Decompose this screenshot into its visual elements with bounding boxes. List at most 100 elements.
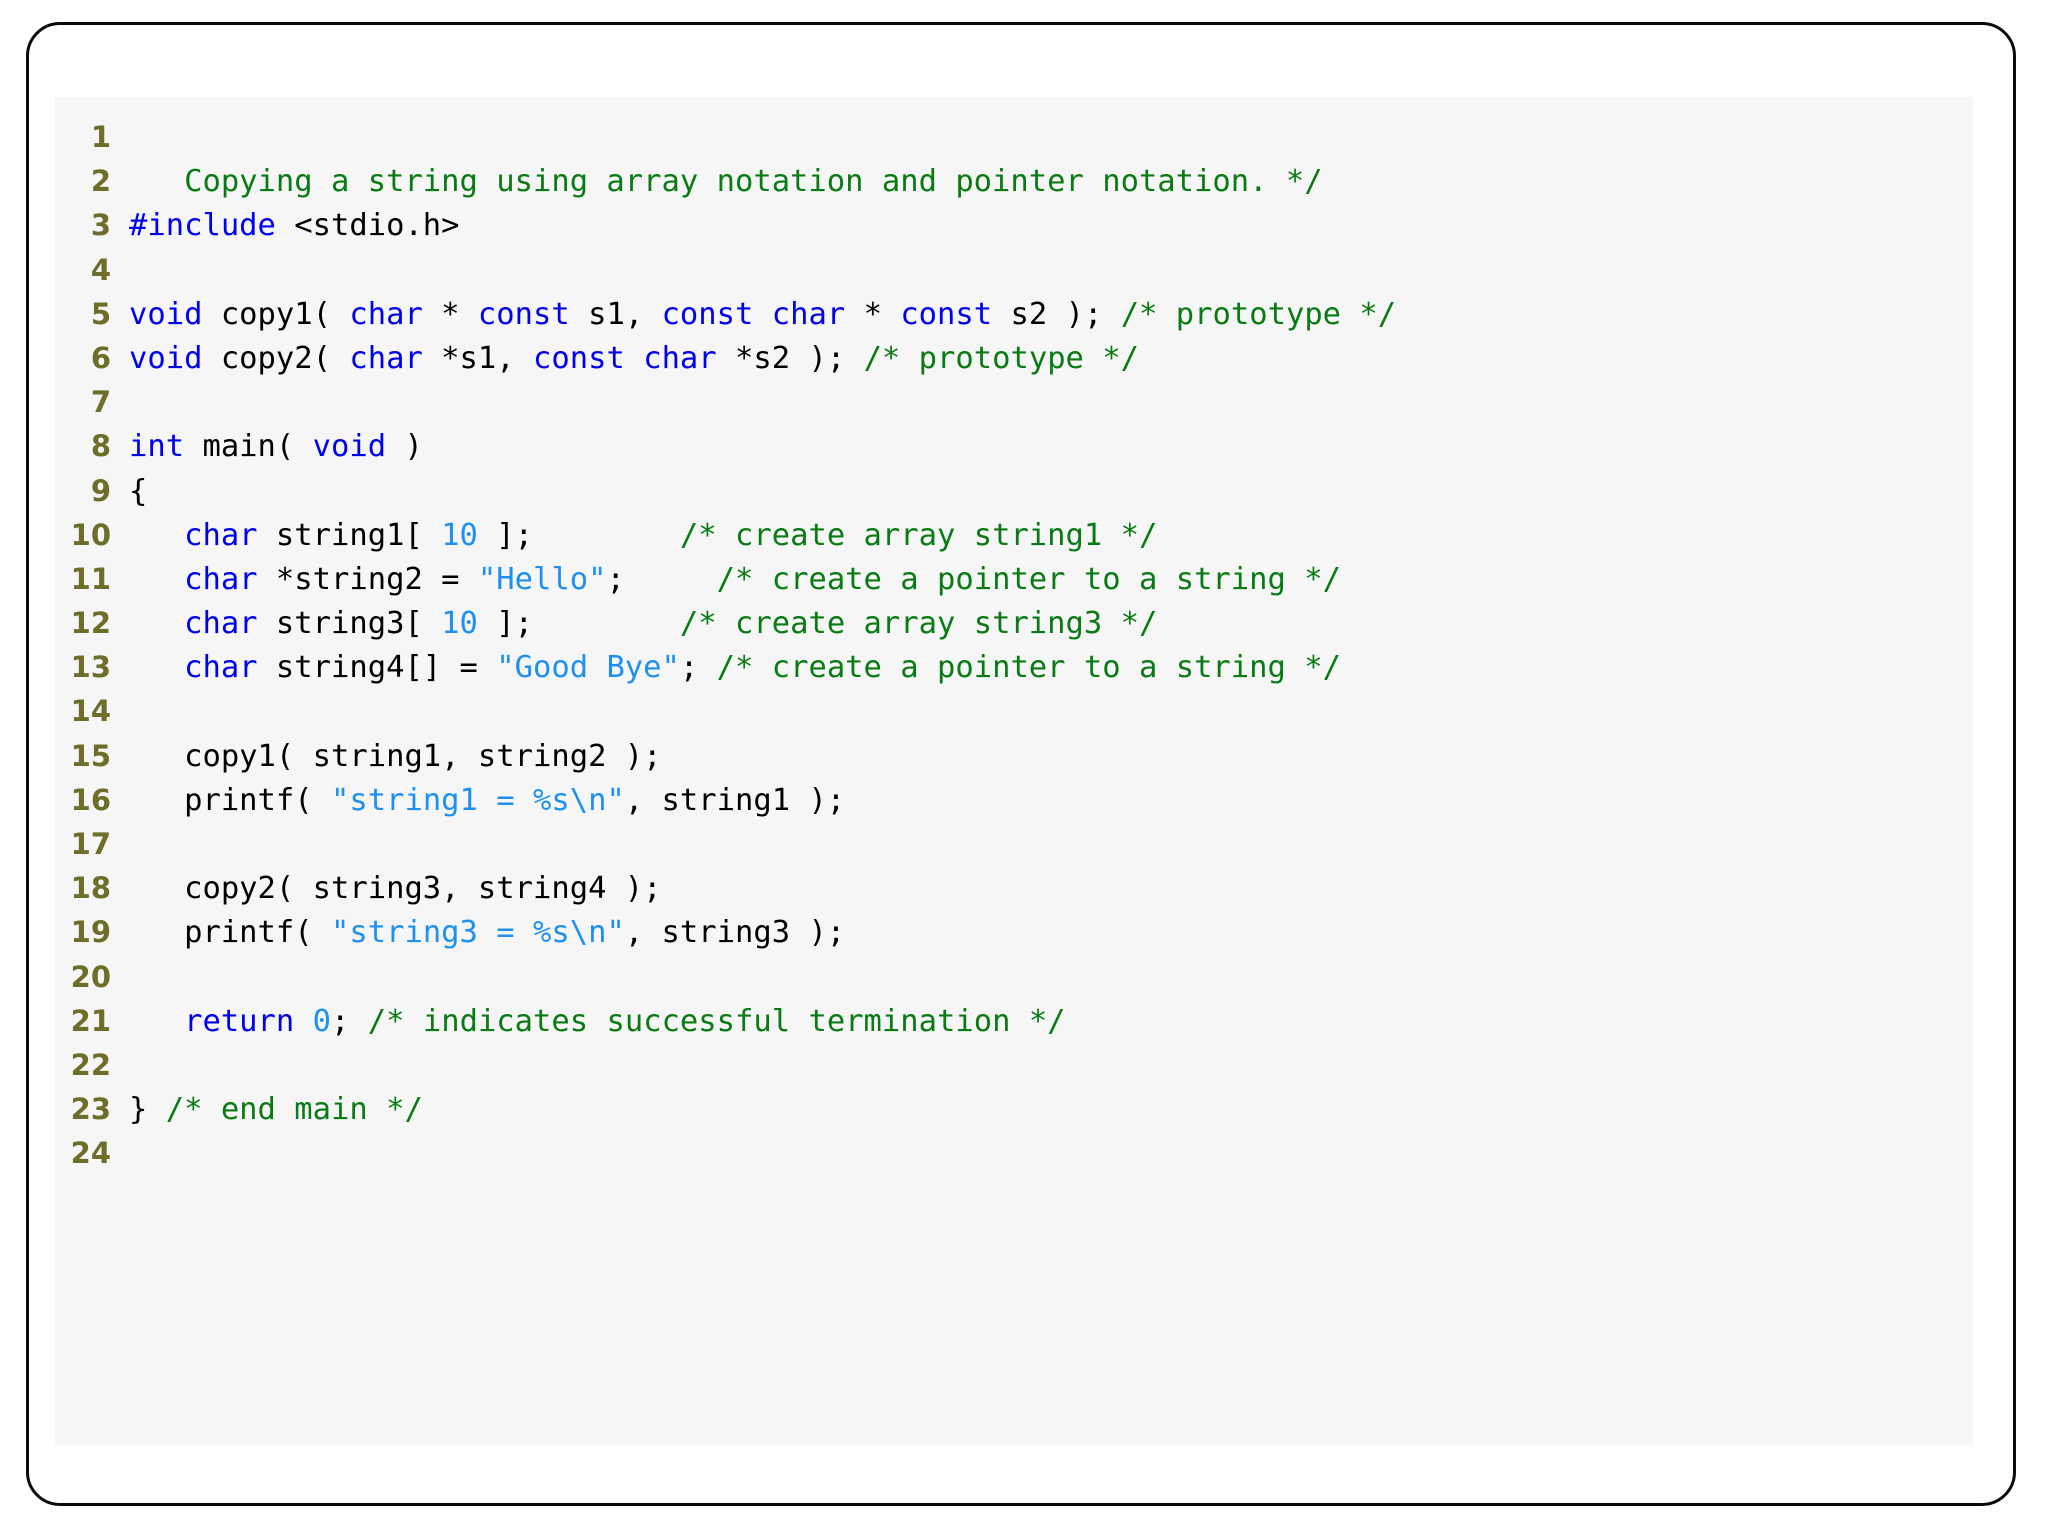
code-token: *s1, — [422, 340, 533, 376]
code-token: int — [129, 429, 185, 465]
code-token: string3[ — [257, 606, 442, 642]
code-token: main( — [184, 429, 313, 465]
line-number: 10 — [70, 517, 111, 552]
code-line-source: void copy2( char *s1, const char *s2 ); … — [129, 337, 1973, 381]
line-number: 7 — [90, 385, 111, 420]
code-token: "Good Bye" — [496, 650, 680, 686]
code-token: 0 — [312, 1003, 332, 1039]
code-token: copy2( string3, string4 ); — [129, 871, 662, 907]
code-token: char — [184, 650, 258, 686]
code-token: "string1 = %s\n" — [331, 782, 625, 818]
code-line-source: } /* end main */ — [129, 1088, 1973, 1132]
code-token: string1[ — [257, 517, 442, 553]
code-line-source: return 0; /* indicates successful termin… — [129, 1000, 1973, 1044]
line-number: 19 — [70, 915, 111, 950]
code-token: ]; — [477, 517, 680, 553]
code-token: "Hello" — [477, 561, 607, 597]
code-token: /* create a pointer to a string */ — [716, 650, 1341, 686]
line-number: 2 — [90, 164, 111, 199]
line-number: 13 — [70, 650, 111, 685]
code-token: ; — [331, 1003, 368, 1039]
code-token: char — [643, 340, 717, 376]
code-line-source: Copying a string using array notation an… — [129, 160, 1973, 204]
line-number: 21 — [70, 1003, 111, 1038]
code-token: char — [349, 296, 423, 332]
code-line: 2 Copying a string using array notation … — [55, 159, 1973, 203]
code-line-source: char *string2 = "Hello"; /* create a poi… — [129, 558, 1973, 602]
code-token: , string3 ); — [624, 915, 846, 951]
code-token: Copying a string using array notation an… — [129, 164, 1323, 200]
code-line-source: int main( void ) — [129, 425, 1973, 469]
line-number: 14 — [70, 694, 111, 729]
code-line: 6 void copy2( char *s1, const char *s2 );… — [55, 336, 1973, 380]
code-token: /* create array string1 */ — [679, 517, 1158, 553]
code-token: const — [533, 340, 625, 376]
code-line: 19 printf( "string3 = %s\n", string3 ); — [55, 910, 1973, 954]
code-token: /* end main */ — [165, 1092, 423, 1128]
code-token: void — [129, 296, 203, 332]
code-line: 9{ — [55, 469, 1973, 513]
code-token: copy1( — [202, 296, 350, 332]
line-number: 20 — [70, 959, 111, 994]
code-line: 23 } /* end main */ — [55, 1087, 1973, 1131]
code-token: /* prototype */ — [1120, 296, 1397, 332]
code-line-source: char string4[] = "Good Bye"; /* create a… — [129, 646, 1973, 690]
line-number: 5 — [90, 296, 111, 331]
line-number: 1 — [90, 120, 111, 154]
code-token: char — [349, 340, 423, 376]
code-token: printf( — [129, 782, 331, 818]
code-line: 11 char *string2 = "Hello"; /* create a … — [55, 557, 1973, 601]
code-line-source: char string1[ 10 ]; /* create array stri… — [129, 514, 1973, 558]
code-token: ; — [606, 561, 717, 597]
line-number: 24 — [70, 1136, 111, 1171]
code-token: s1, — [569, 296, 662, 332]
code-token: "string3 = %s\n" — [331, 915, 625, 951]
code-token: /* indicates successful termination */ — [367, 1003, 1066, 1039]
line-number: 9 — [90, 473, 111, 508]
line-number: 8 — [90, 429, 111, 464]
code-token: 10 — [441, 517, 478, 553]
code-token — [129, 650, 184, 685]
code-line-source: { — [129, 470, 1973, 514]
code-line-source: copy1( string1, string2 ); — [129, 735, 1973, 779]
code-token — [625, 341, 643, 376]
code-token: char — [184, 606, 258, 642]
code-token: * — [845, 296, 901, 332]
line-number: 22 — [70, 1047, 111, 1082]
code-line: 14 — [55, 689, 1973, 733]
code-token: * — [422, 296, 478, 332]
code-line-source: copy2( string3, string4 ); — [129, 867, 1973, 911]
code-line: 22 — [55, 1043, 1973, 1087]
code-line-source: char string3[ 10 ]; /* create array stri… — [129, 602, 1973, 646]
code-token: s2 ); — [992, 296, 1121, 332]
line-number: 11 — [70, 561, 111, 596]
code-token: char — [184, 561, 258, 597]
line-number: 6 — [90, 340, 111, 375]
code-token — [753, 297, 771, 332]
code-line: 16 printf( "string1 = %s\n", string1 ); — [55, 778, 1973, 822]
code-line: 17 — [55, 822, 1973, 866]
code-line: 8 int main( void ) — [55, 424, 1973, 468]
code-line: 20 — [55, 955, 1973, 999]
code-token: const — [477, 296, 570, 332]
code-token: string4[] = — [257, 650, 497, 686]
code-token: *s2 ); — [716, 340, 864, 376]
line-number: 17 — [70, 827, 111, 861]
code-line-source: printf( "string1 = %s\n", string1 ); — [129, 779, 1973, 823]
code-token: char — [184, 517, 258, 553]
code-token — [129, 562, 184, 597]
code-line: 5 void copy1( char * const s1, const char… — [55, 292, 1973, 336]
code-token: 10 — [441, 606, 478, 642]
line-number: 4 — [90, 252, 111, 287]
line-number: 23 — [70, 1092, 111, 1127]
line-number: 15 — [70, 738, 111, 773]
code-token: ; — [679, 650, 717, 686]
code-line-source: #include <stdio.h> — [129, 204, 1973, 248]
code-token: char — [771, 296, 846, 332]
line-number: 12 — [70, 606, 111, 641]
code-line: 24 — [55, 1131, 1973, 1175]
line-number: 18 — [70, 871, 111, 906]
code-line-source: void copy1( char * const s1, const char … — [129, 293, 1973, 337]
